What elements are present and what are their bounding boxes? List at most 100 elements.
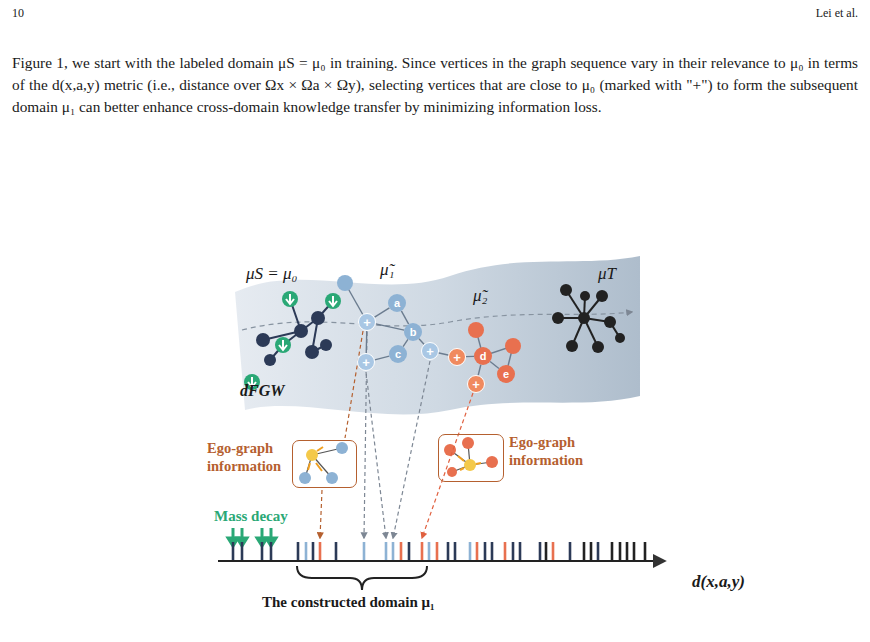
selected-vertex: + [467, 375, 485, 393]
axis-tick [552, 542, 555, 561]
axis-tick [305, 542, 308, 561]
vertex-letter: b [410, 327, 417, 338]
selected-vertex: + [358, 313, 376, 331]
body-paragraph: Figure 1, we start with the labeled doma… [12, 52, 858, 118]
domain-label: μS = μ₀ [246, 264, 297, 284]
axis-tick [232, 542, 235, 561]
selected-vertex: + [448, 348, 466, 366]
intermediate-extras [345, 283, 513, 374]
axis-tick [491, 542, 494, 561]
vertex-letter: a [394, 298, 400, 309]
ego-graph-right [444, 437, 498, 477]
axis-tick [241, 542, 244, 561]
ego-graph-box: Ego-graph information [292, 440, 357, 488]
axis-tick [583, 542, 586, 561]
axis-tick [436, 542, 439, 561]
graph-edge [376, 324, 404, 330]
graph-edge [490, 362, 499, 369]
graph-edge [375, 308, 390, 317]
graph-vertex [468, 322, 484, 338]
selected-vertex: + [421, 342, 439, 360]
graph-vertex: a [388, 294, 406, 312]
graph-edge [366, 331, 368, 353]
axis-tick [504, 542, 507, 561]
axis-label: d(x,a,y) [692, 572, 745, 592]
axis-tick [626, 542, 629, 561]
axis-tick [454, 542, 457, 561]
axis-tick [408, 542, 411, 561]
axis-tick [512, 542, 515, 561]
brace [297, 566, 427, 590]
axis-tick [633, 542, 636, 561]
plus-mark: + [363, 316, 371, 329]
vertex-letter: d [480, 351, 487, 362]
plus-mark: + [453, 351, 461, 364]
axis-tick [270, 542, 273, 561]
target-vertices [552, 284, 625, 353]
graph-edge [478, 365, 481, 376]
vertex-letter: e [503, 369, 509, 380]
axis-tick [428, 542, 431, 561]
graph-vertex [337, 275, 353, 291]
axis-tick [385, 542, 388, 561]
axis-tick [421, 542, 424, 561]
axis-tick [297, 542, 300, 561]
axis-tick [447, 542, 450, 561]
graph-vertex: d [474, 347, 492, 365]
graph-edge [466, 356, 474, 358]
axis-tick [519, 542, 522, 561]
axis-tick [469, 542, 472, 561]
plus-mark: + [472, 378, 480, 391]
mass-decay-vertices [244, 291, 341, 390]
graph-edge [401, 311, 408, 324]
mass-decay-label: Mass decay [214, 508, 288, 525]
axis-ticks [233, 542, 645, 561]
axis-tick [569, 542, 572, 561]
axis-tick [476, 542, 479, 561]
brace-caption: The constructed domain μ₁ [262, 594, 435, 611]
axis-tick [597, 542, 600, 561]
running-head: Lei et al. [816, 6, 858, 21]
axis-tick [484, 542, 487, 561]
ego-graph-box: Ego-graph information [438, 434, 504, 482]
axis-tick [611, 542, 614, 561]
axis-tick [619, 542, 622, 561]
graph-vertex: c [389, 345, 407, 363]
axis-tick [261, 542, 264, 561]
plus-mark: + [426, 345, 434, 358]
graph-vertex [505, 338, 521, 354]
axis-tick [392, 542, 395, 561]
graph-vertex: e [497, 365, 515, 383]
metric-label: dFGW [240, 382, 284, 400]
page-number: 10 [12, 6, 24, 21]
ego-graph-caption: Ego-graph information [509, 433, 591, 469]
source-graph [263, 299, 333, 360]
source-vertices [256, 311, 332, 366]
axis-tick [312, 542, 315, 561]
domain-label: μT [598, 264, 616, 284]
axis-tick [335, 542, 338, 561]
axis-line [218, 560, 664, 562]
axis-tick [539, 542, 542, 561]
ego-graph-left [299, 442, 348, 484]
domain-label: μ̃₁ [380, 260, 394, 280]
ego-graph-caption: Ego-graph information [207, 439, 289, 475]
vertex-letter: c [395, 349, 401, 360]
axis-tick [644, 542, 647, 561]
domain-label: μ̃₂ [473, 286, 487, 306]
axis-tick [545, 542, 548, 561]
mass-decay-arrows [228, 528, 276, 546]
axis-tick [363, 542, 366, 561]
graph-vertex: b [404, 323, 422, 341]
axis-tick [590, 542, 593, 561]
selected-vertex: + [357, 353, 375, 371]
axis-tick [400, 542, 403, 561]
graph-edge [375, 356, 390, 360]
target-graph [558, 290, 620, 347]
plus-mark: + [362, 356, 370, 369]
axis-tick [319, 542, 322, 561]
graph-edge [403, 339, 408, 346]
